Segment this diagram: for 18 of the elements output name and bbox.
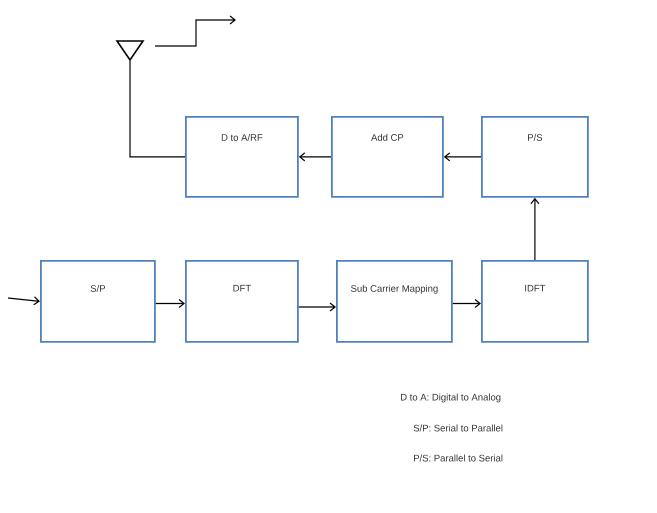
arrow — [298, 302, 336, 312]
process-box: IDFT — [481, 260, 589, 343]
note-text: P/S: Parallel to Serial — [414, 454, 502, 462]
arrow — [155, 16, 236, 47]
arrow — [444, 152, 481, 162]
process-box: S/P — [40, 260, 156, 343]
note-text: D to A: Digital to Analog — [400, 394, 500, 402]
arrow — [156, 299, 185, 308]
process-box: D to A/RF — [185, 116, 299, 198]
arrow — [8, 296, 40, 306]
process-box: P/S — [481, 116, 589, 198]
arrow — [530, 198, 540, 260]
note-text: S/P: Serial to Parallel — [414, 424, 502, 432]
process-box: DFT — [185, 260, 299, 343]
process-box: Sub Carrier Mapping — [336, 260, 453, 343]
arrow — [452, 299, 481, 308]
process-box: Add CP — [331, 116, 444, 198]
arrow — [298, 152, 331, 162]
